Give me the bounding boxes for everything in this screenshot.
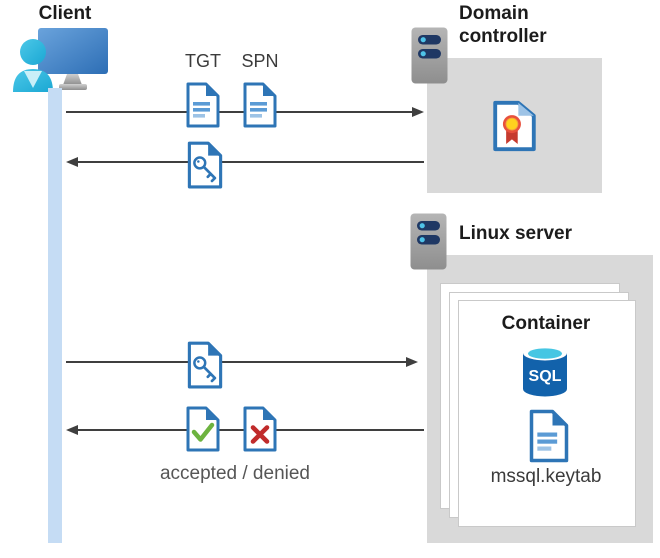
arrowhead-left-icon xyxy=(66,157,78,167)
arrowhead-right-icon xyxy=(406,357,418,367)
client-title: Client xyxy=(38,3,92,24)
sql-badge-label: SQL xyxy=(529,368,562,385)
keytab-filename-label: mssql.keytab xyxy=(490,466,602,487)
arrowhead-right-icon xyxy=(412,107,424,117)
certificate-document-icon xyxy=(493,100,536,152)
client-user-monitor-icon xyxy=(13,28,108,92)
container-title: Container xyxy=(501,313,591,334)
domain-controller-title: Domain controller xyxy=(459,3,547,47)
keytab-document-icon xyxy=(529,409,569,463)
key-document-icon-dc-response xyxy=(187,141,223,189)
spn-document-icon xyxy=(243,82,277,128)
domain-controller-server-icon xyxy=(411,27,448,84)
accepted-denied-label: accepted / denied xyxy=(159,463,310,484)
tgt-document-icon xyxy=(186,82,220,128)
arrowhead-left-icon xyxy=(66,425,78,435)
key-document-icon-sql-request xyxy=(187,341,223,389)
accepted-check-document-icon xyxy=(186,406,220,452)
sql-database-icon: SQL xyxy=(523,345,567,397)
linux-server-icon xyxy=(410,213,447,270)
client-lifeline xyxy=(48,88,62,543)
arrow-client-to-sql xyxy=(66,356,418,368)
spn-label: SPN xyxy=(241,51,279,71)
linux-server-title: Linux server xyxy=(459,223,572,244)
arrow-dc-to-client xyxy=(66,156,424,168)
tgt-label: TGT xyxy=(185,51,221,71)
arrow-client-to-dc xyxy=(66,106,424,118)
denied-cross-document-icon xyxy=(243,406,277,452)
